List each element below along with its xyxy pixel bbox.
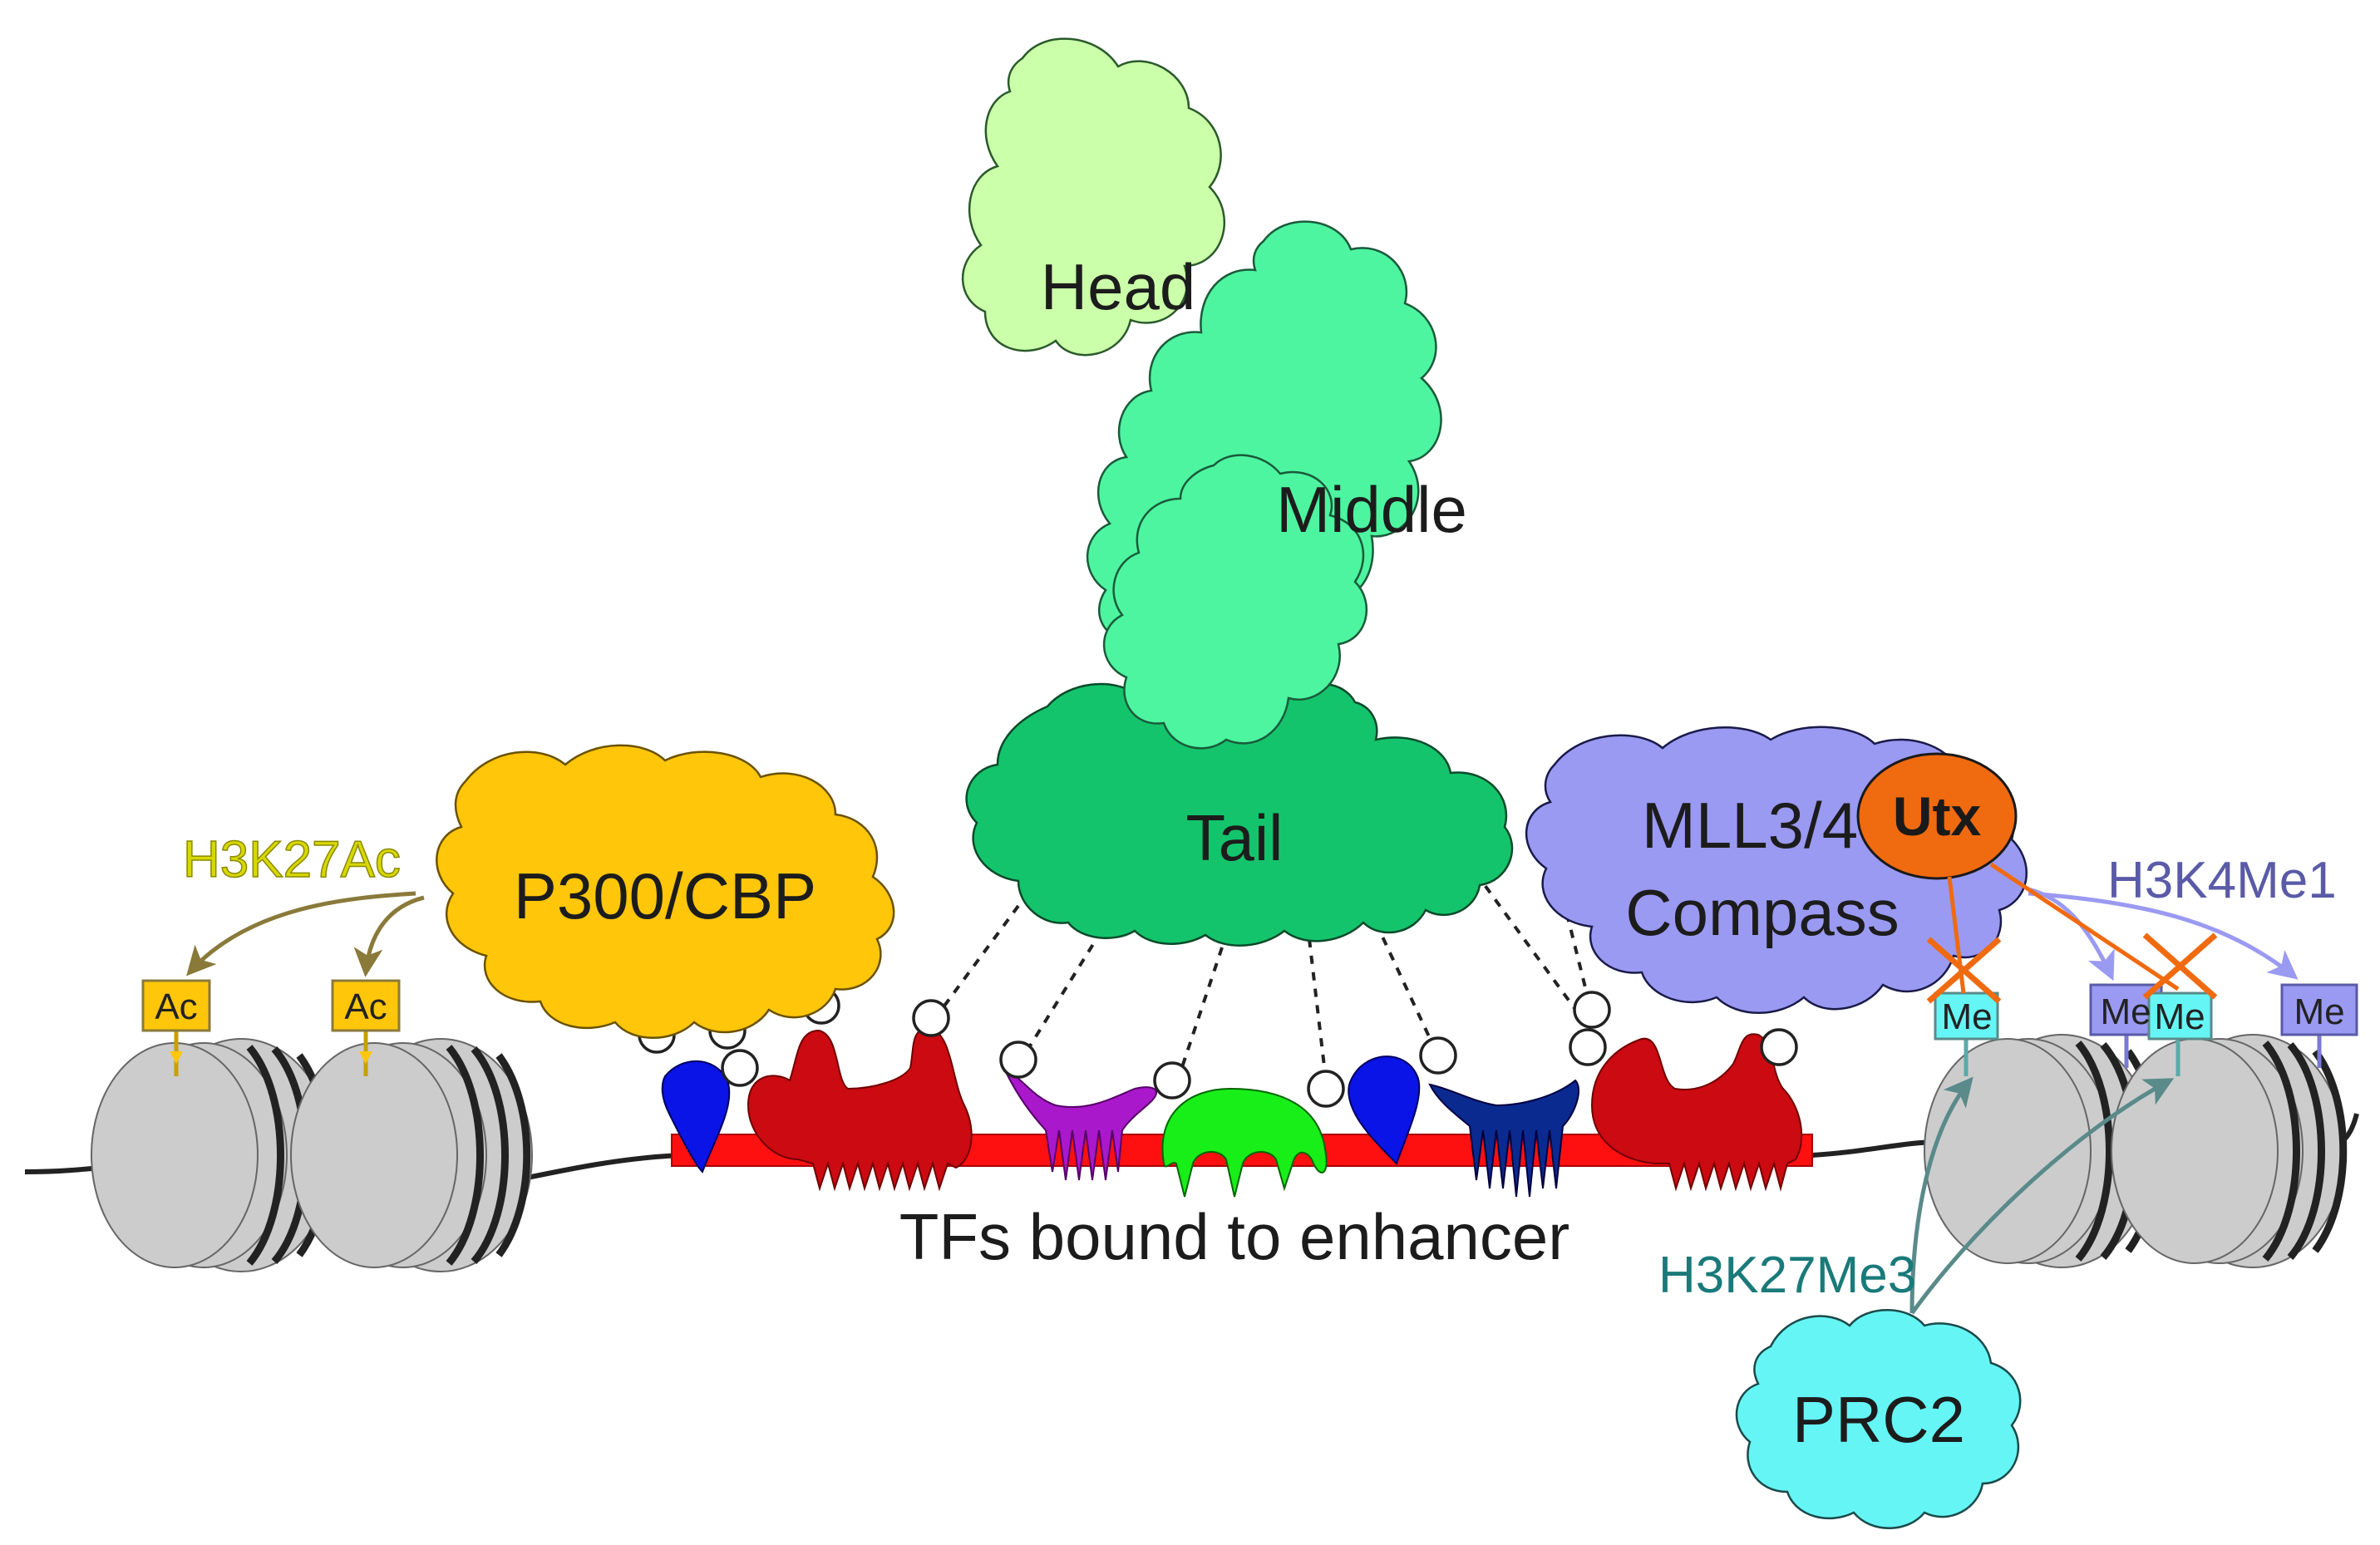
ac-tag-2 [331,979,401,1076]
me-tag-3-label: Me [2154,996,2205,1037]
h3k27me3-arrows [1909,1076,2175,1315]
utx-x-mark-1 [1926,937,2002,1004]
h3k4me1-arrows [2028,887,2299,982]
tf-blue-left [661,1060,731,1174]
head-label: Head [1041,250,1195,323]
utx-x-mark-2 [2142,932,2218,1000]
me-tag-1 [1934,991,1999,1076]
h3k27ac-label: H3K27Ac [183,831,401,888]
p300-label: P300/CBP [514,859,816,932]
prc2-complex [1735,1309,2022,1529]
ac-tag-1 [141,979,211,1076]
p300-cbp-complex [436,744,895,1039]
mediator-middle-lower [1102,454,1368,750]
tf-navy [1428,1079,1579,1198]
me-tag-4-label: Me [2294,991,2344,1032]
middle-label: Middle [1276,473,1467,546]
utx-label: Utx [1893,785,1982,847]
tf-purple [1004,1070,1158,1181]
h3k27ac-arrows [186,891,425,977]
me-tag-2-label: Me [2100,991,2151,1032]
mediator-head [961,37,1225,357]
nucleosome-left-2 [290,1038,533,1272]
compass-label-line1: MLL3/4 [1642,789,1858,862]
prc2-label: PRC2 [1792,1383,1965,1456]
ac-tag-2-label: Ac [344,987,387,1027]
tail-label: Tail [1185,801,1283,874]
me-tag-1-label: Me [1941,996,1992,1037]
compass-label-line2: Compass [1625,876,1899,949]
nucleosome-right-2 [2111,1034,2348,1268]
h3k4me1-label: H3K4Me1 [2107,852,2337,909]
enhancer-label: TFs bound to enhancer [899,1200,1570,1273]
ac-tag-1-label: Ac [155,987,197,1027]
utx-protein [1856,752,2018,880]
tf-green [1161,1087,1328,1198]
me-tag-4 [2280,983,2358,1068]
h3k27me3-label: H3K27Me3 [1658,1247,1916,1304]
tf-blue-right [1348,1055,1421,1165]
me-tag-3 [2147,991,2213,1076]
